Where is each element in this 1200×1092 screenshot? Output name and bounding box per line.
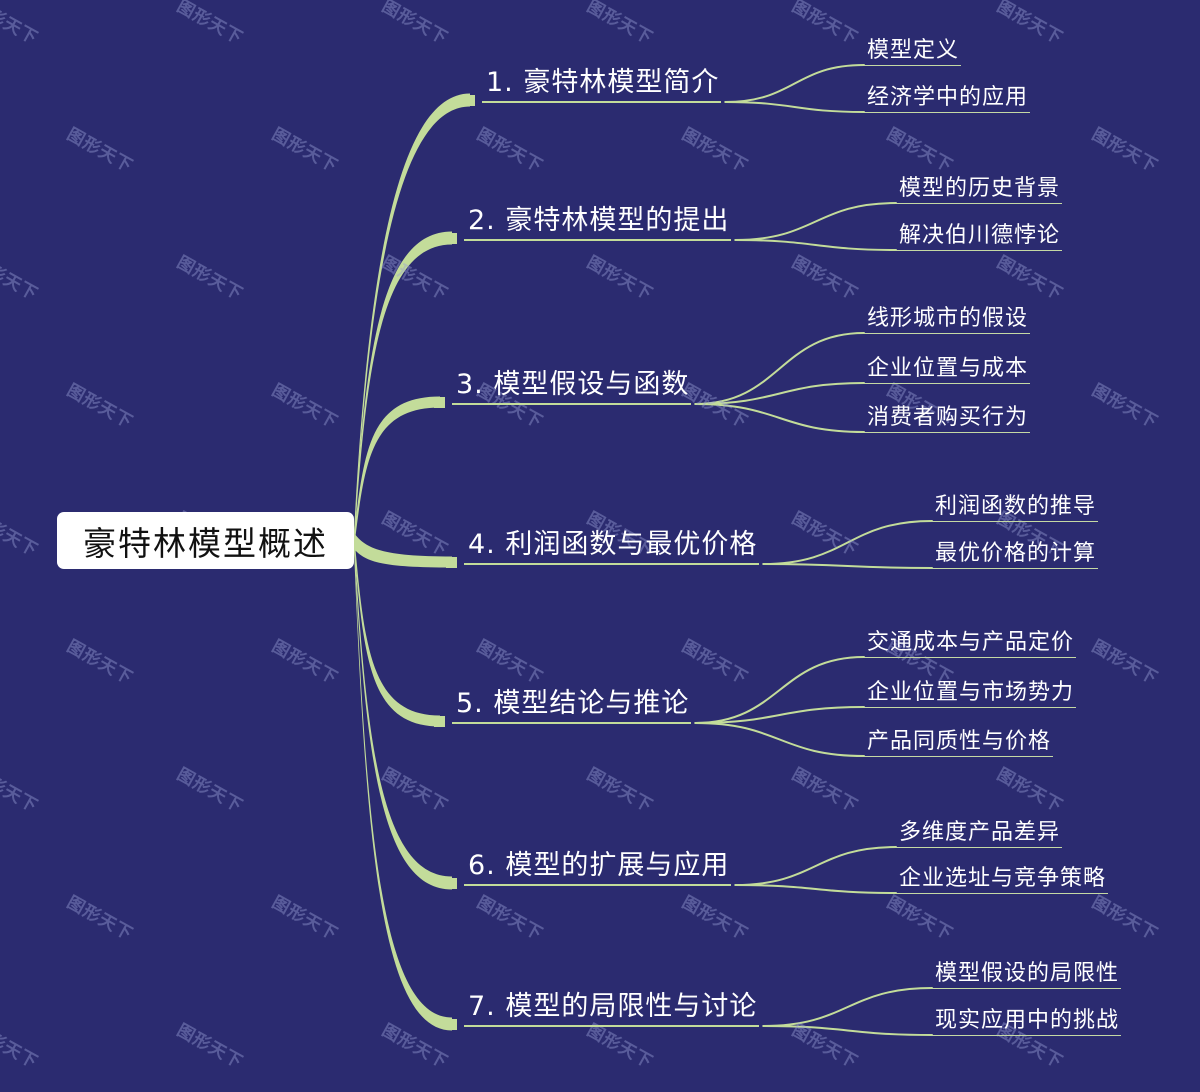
subtopic-link-4-1	[762, 520, 933, 565]
branch-topic-3[interactable]: 3. 模型假设与函数	[452, 368, 692, 405]
subtopic-link-3-3	[694, 403, 865, 433]
branch-topic-4[interactable]: 4. 利润函数与最优价格	[464, 528, 760, 565]
subtopic-5-2-label: 企业位置与市场势力	[867, 679, 1075, 705]
branch-topic-1[interactable]: 1. 豪特林模型简介	[482, 66, 722, 103]
branch-topic-6[interactable]: 6. 模型的扩展与应用	[464, 849, 732, 886]
subtopic-link-1-1	[724, 64, 865, 103]
subtopic-1-1[interactable]: 模型定义	[864, 37, 962, 66]
subtopic-2-2[interactable]: 解决伯川德悖论	[896, 222, 1063, 251]
branch-node-marker-1	[464, 95, 475, 106]
subtopic-3-3[interactable]: 消费者购买行为	[864, 404, 1031, 433]
branch-topic-7[interactable]: 7. 模型的局限性与讨论	[464, 990, 760, 1027]
branch-node-marker-6	[446, 878, 457, 889]
subtopic-6-1[interactable]: 多维度产品差异	[896, 819, 1063, 848]
subtopic-6-2-label: 企业选址与竞争策略	[899, 865, 1107, 891]
subtopic-link-5-3	[694, 722, 865, 757]
subtopic-2-1[interactable]: 模型的历史背景	[896, 175, 1063, 204]
subtopic-link-2-1	[734, 202, 897, 241]
branch-link-7	[354, 533, 452, 1031]
subtopic-link-7-1	[762, 987, 933, 1027]
branch-node-marker-3	[434, 397, 445, 408]
subtopic-3-3-label: 消费者购买行为	[867, 404, 1029, 430]
subtopic-3-2-label: 企业位置与成本	[867, 355, 1029, 381]
subtopic-4-2-label: 最优价格的计算	[935, 540, 1097, 566]
subtopic-link-5-1	[694, 656, 865, 724]
branch-link-3	[354, 396, 440, 549]
branch-topic-2-label: 2. 豪特林模型的提出	[468, 204, 730, 236]
subtopic-1-2-label: 经济学中的应用	[867, 84, 1029, 110]
subtopic-1-1-label: 模型定义	[867, 37, 960, 63]
subtopic-7-2[interactable]: 现实应用中的挑战	[932, 1007, 1122, 1036]
subtopic-link-7-2	[762, 1025, 933, 1036]
branch-link-5	[354, 533, 440, 727]
subtopic-link-6-2	[734, 884, 897, 894]
root-node[interactable]: 豪特林模型概述	[57, 512, 354, 569]
subtopic-5-3-label: 产品同质性与价格	[867, 728, 1052, 754]
subtopic-7-1[interactable]: 模型假设的局限性	[932, 960, 1122, 989]
subtopic-1-2[interactable]: 经济学中的应用	[864, 84, 1031, 113]
subtopic-5-3[interactable]: 产品同质性与价格	[864, 728, 1054, 757]
subtopic-2-2-label: 解决伯川德悖论	[899, 222, 1061, 248]
subtopic-4-2[interactable]: 最优价格的计算	[932, 540, 1099, 569]
branch-topic-6-label: 6. 模型的扩展与应用	[468, 849, 730, 881]
subtopic-6-2[interactable]: 企业选址与竞争策略	[896, 865, 1109, 894]
subtopic-7-2-label: 现实应用中的挑战	[935, 1007, 1120, 1033]
subtopic-4-1[interactable]: 利润函数的推导	[932, 493, 1099, 522]
subtopic-5-2[interactable]: 企业位置与市场势力	[864, 679, 1077, 708]
subtopic-5-1[interactable]: 交通成本与产品定价	[864, 629, 1077, 658]
root-label: 豪特林模型概述	[83, 523, 328, 563]
subtopic-link-6-1	[734, 846, 897, 886]
subtopic-6-1-label: 多维度产品差异	[899, 819, 1061, 845]
subtopic-3-2[interactable]: 企业位置与成本	[864, 355, 1031, 384]
subtopic-link-5-2	[694, 706, 865, 724]
branch-topic-5-label: 5. 模型结论与推论	[456, 687, 690, 719]
branch-topic-2[interactable]: 2. 豪特林模型的提出	[464, 204, 732, 241]
branch-node-marker-7	[446, 1019, 457, 1030]
subtopic-5-1-label: 交通成本与产品定价	[867, 629, 1075, 655]
branch-node-marker-5	[434, 716, 445, 727]
subtopic-7-1-label: 模型假设的局限性	[935, 960, 1120, 986]
subtopic-link-3-1	[694, 332, 865, 405]
branch-topic-4-label: 4. 利润函数与最优价格	[468, 528, 758, 560]
branch-link-2	[354, 231, 452, 549]
subtopic-link-4-2	[762, 563, 933, 569]
branch-topic-3-label: 3. 模型假设与函数	[456, 368, 690, 400]
branch-node-marker-4	[446, 557, 457, 568]
subtopic-2-1-label: 模型的历史背景	[899, 175, 1061, 201]
subtopic-link-2-2	[734, 239, 897, 251]
subtopic-link-3-2	[694, 382, 865, 405]
subtopic-link-1-2	[724, 101, 865, 113]
subtopic-4-1-label: 利润函数的推导	[935, 493, 1097, 519]
branch-topic-5[interactable]: 5. 模型结论与推论	[452, 687, 692, 724]
branch-link-4	[354, 533, 452, 568]
branch-node-marker-2	[446, 233, 457, 244]
branch-topic-1-label: 1. 豪特林模型简介	[486, 66, 720, 98]
subtopic-3-1-label: 线形城市的假设	[867, 305, 1029, 331]
subtopic-3-1[interactable]: 线形城市的假设	[864, 305, 1031, 334]
branch-topic-7-label: 7. 模型的局限性与讨论	[468, 990, 758, 1022]
branch-link-1	[354, 93, 470, 549]
